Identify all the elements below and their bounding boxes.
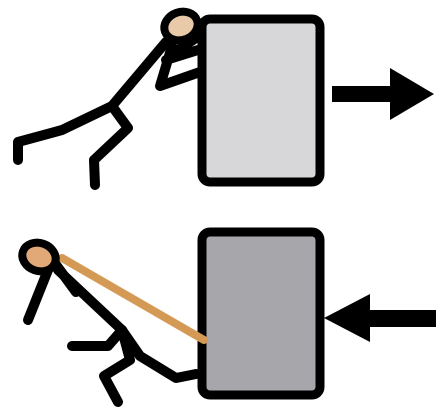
pulling-person-head xyxy=(18,238,60,276)
pulled-box xyxy=(202,232,320,395)
arrow-right-icon xyxy=(332,68,434,120)
pushing-person xyxy=(18,38,200,185)
push-panel xyxy=(18,7,434,185)
pushed-box xyxy=(202,19,320,182)
arrow-left-icon xyxy=(324,294,436,342)
pull-panel xyxy=(18,232,436,402)
